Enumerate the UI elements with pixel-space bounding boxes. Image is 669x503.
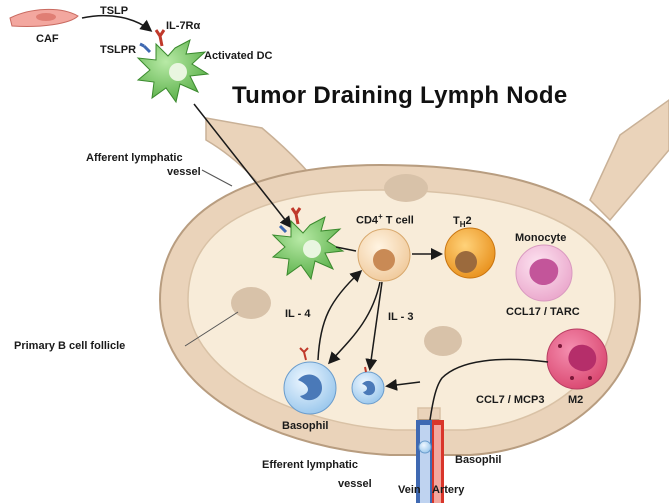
blood-vessels <box>416 420 444 503</box>
th2-cell <box>444 227 496 279</box>
label-primary-b-cell-follicle: Primary B cell follicle <box>14 340 126 352</box>
leader-afferent <box>201 169 233 187</box>
label-il3: IL - 3 <box>388 311 414 323</box>
activated-dc-top <box>136 29 210 104</box>
arrow-ccl7 <box>429 358 549 421</box>
arrow-il3 <box>365 281 383 371</box>
label-vein: Vein <box>398 484 421 496</box>
label-basophil-left: Basophil <box>282 420 329 432</box>
label-afferent-1: Afferent lymphatic <box>86 152 183 164</box>
label-tslp: TSLP <box>100 5 129 17</box>
arrow-tcell-to-basophil <box>327 281 381 365</box>
cd4-t-cell <box>357 228 411 282</box>
label-th2: TH2 <box>453 215 472 230</box>
caf-cell <box>9 8 79 27</box>
arrow-to-small-basophil <box>385 378 421 391</box>
label-il7ra: IL-7Rα <box>166 20 201 32</box>
label-artery: Artery <box>432 484 465 496</box>
label-efferent-1: Efferent lymphatic <box>262 459 358 471</box>
arrow-dc-migration <box>193 103 292 229</box>
label-cd4-t-cell: CD4+ T cell <box>356 212 414 227</box>
label-il4: IL - 4 <box>285 308 311 320</box>
label-m2: M2 <box>568 394 584 406</box>
label-tslpr: TSLPR <box>100 44 137 56</box>
label-ccl17: CCL17 / TARC <box>506 306 580 318</box>
diagram-title: Tumor Draining Lymph Node <box>232 82 568 109</box>
leader-primary-follicle <box>184 311 239 347</box>
label-efferent-2: vessel <box>338 478 372 490</box>
arrow-dc-to-tcell <box>335 246 357 252</box>
label-afferent-2: vessel <box>167 166 201 178</box>
arrow-il4 <box>317 269 363 361</box>
follicle-center <box>424 326 462 356</box>
m2-cell <box>546 328 608 390</box>
label-activated-dc: Activated DC <box>204 50 273 62</box>
label-caf: CAF <box>36 33 59 45</box>
basophil-large <box>283 347 337 415</box>
basophil-small <box>351 366 385 405</box>
monocyte-cell <box>515 244 573 302</box>
follicle-top <box>384 174 428 202</box>
follicle-left <box>231 287 271 319</box>
label-ccl7: CCL7 / MCP3 <box>476 394 545 406</box>
label-monocyte: Monocyte <box>515 232 567 244</box>
activated-dc-node <box>271 207 345 281</box>
arrow-tslp <box>81 14 153 32</box>
right-vessel <box>589 99 669 222</box>
label-basophil-vessel: Basophil <box>455 454 502 466</box>
